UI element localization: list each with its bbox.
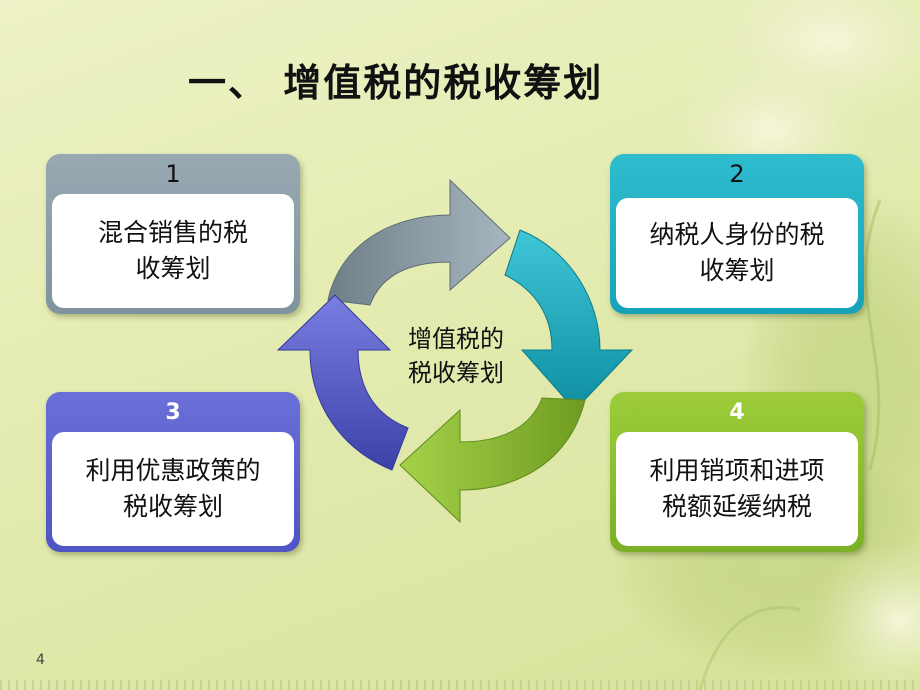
bottom-border-decoration (0, 680, 920, 690)
step-number: 1 (165, 160, 181, 188)
step-text-line2: 收筹划 (135, 254, 211, 283)
step-text-panel: 混合销售的税 收筹划 (52, 194, 294, 308)
arrow-bottom-green (399, 397, 586, 524)
step-card-2: 2 纳税人身份的税 收筹划 (610, 154, 864, 314)
step-text-line2: 税额延缓纳税 (661, 492, 812, 521)
center-label-line2: 税收筹划 (408, 359, 504, 387)
step-text-line2: 收筹划 (699, 256, 775, 285)
step-card-3: 3 利用优惠政策的 税收筹划 (46, 392, 300, 552)
step-text-line2: 税收筹划 (122, 492, 223, 521)
step-text-panel: 利用销项和进项 税额延缓纳税 (616, 432, 858, 546)
step-text-panel: 利用优惠政策的 税收筹划 (52, 432, 294, 546)
step-number: 4 (729, 400, 745, 425)
slide-title: 一、 增值税的税收筹划 (188, 61, 604, 105)
center-label-line1: 增值税的 (408, 325, 504, 353)
step-text-line1: 混合销售的税 (97, 218, 248, 247)
center-label: 增值税的 税收筹划 (376, 322, 536, 390)
arrow-right-teal (504, 229, 634, 411)
arrow-top-gray (327, 178, 511, 306)
step-card-4: 4 利用销项和进项 税额延缓纳税 (610, 392, 864, 552)
step-number: 3 (165, 400, 181, 425)
arrow-left-blue (276, 294, 409, 471)
step-text-panel: 纳税人身份的税 收筹划 (616, 198, 858, 308)
step-text-line1: 利用销项和进项 (649, 456, 825, 485)
step-text-line1: 利用优惠政策的 (85, 456, 261, 485)
step-card-1: 1 混合销售的税 收筹划 (46, 154, 300, 314)
cycle-arrows (276, 178, 634, 524)
step-text-line1: 纳税人身份的税 (649, 220, 825, 249)
step-number: 2 (729, 160, 745, 188)
page-number: 4 (36, 652, 45, 668)
